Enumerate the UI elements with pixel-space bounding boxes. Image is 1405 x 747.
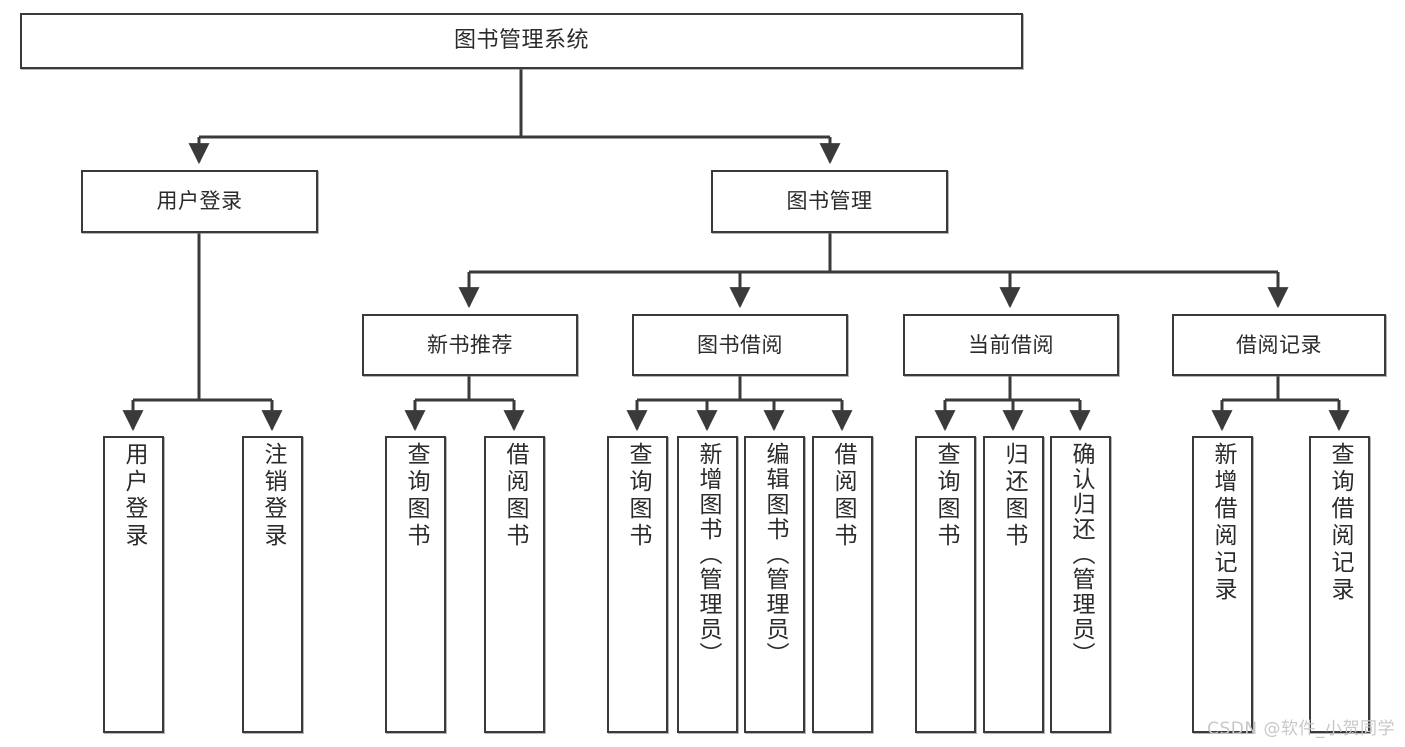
- node-label: 图书管理系统: [453, 28, 589, 54]
- leaf-user-login-signout[interactable]: 注销登录: [242, 436, 303, 733]
- node-label: 用户登录: [156, 189, 243, 214]
- node-label: 借阅图书: [502, 442, 528, 550]
- leaf-book-borrow-query[interactable]: 查询图书: [607, 436, 668, 733]
- node-label: 编辑图书（管理员）: [762, 442, 788, 667]
- leaf-user-login-signin[interactable]: 用户登录: [103, 436, 164, 733]
- node-label: 查询图书: [625, 442, 651, 550]
- node-book-management[interactable]: 图书管理: [711, 170, 948, 233]
- csdn-watermark: CSDN @软件_小贺同学: [1207, 719, 1395, 739]
- node-label: 查询借阅记录: [1327, 442, 1353, 604]
- node-label: 归还图书: [1001, 442, 1027, 550]
- node-label: 新增图书（管理员）: [695, 442, 721, 667]
- node-root-system[interactable]: 图书管理系统: [20, 13, 1023, 69]
- leaf-book-borrow-lend[interactable]: 借阅图书: [812, 436, 873, 733]
- leaf-new-book-borrow[interactable]: 借阅图书: [484, 436, 545, 733]
- node-label: 确认归还（管理员）: [1068, 442, 1094, 667]
- node-book-borrow[interactable]: 图书借阅: [632, 314, 848, 376]
- node-label: 查询图书: [403, 442, 429, 550]
- leaf-current-borrow-return[interactable]: 归还图书: [983, 436, 1044, 733]
- leaf-book-borrow-edit[interactable]: 编辑图书（管理员）: [744, 436, 805, 733]
- node-label: 借阅图书: [830, 442, 856, 550]
- node-current-borrow[interactable]: 当前借阅: [903, 314, 1119, 376]
- node-label: 新增借阅记录: [1210, 442, 1236, 604]
- node-label: 当前借阅: [968, 332, 1054, 357]
- node-label: 图书借阅: [697, 332, 783, 357]
- node-borrow-record[interactable]: 借阅记录: [1172, 314, 1386, 376]
- node-label: 查询图书: [933, 442, 959, 550]
- node-new-book-recommend[interactable]: 新书推荐: [362, 314, 578, 376]
- leaf-new-book-query[interactable]: 查询图书: [385, 436, 446, 733]
- leaf-borrow-record-add[interactable]: 新增借阅记录: [1192, 436, 1253, 733]
- node-label: 借阅记录: [1236, 332, 1322, 357]
- leaf-book-borrow-add[interactable]: 新增图书（管理员）: [677, 436, 738, 733]
- node-label: 用户登录: [121, 442, 147, 550]
- node-label: 新书推荐: [427, 332, 513, 357]
- leaf-current-borrow-query[interactable]: 查询图书: [915, 436, 976, 733]
- node-label: 注销登录: [260, 442, 286, 550]
- leaf-borrow-record-query[interactable]: 查询借阅记录: [1309, 436, 1370, 733]
- leaf-current-borrow-confirm[interactable]: 确认归还（管理员）: [1050, 436, 1111, 733]
- node-label: 图书管理: [786, 189, 873, 214]
- node-user-login[interactable]: 用户登录: [81, 170, 318, 233]
